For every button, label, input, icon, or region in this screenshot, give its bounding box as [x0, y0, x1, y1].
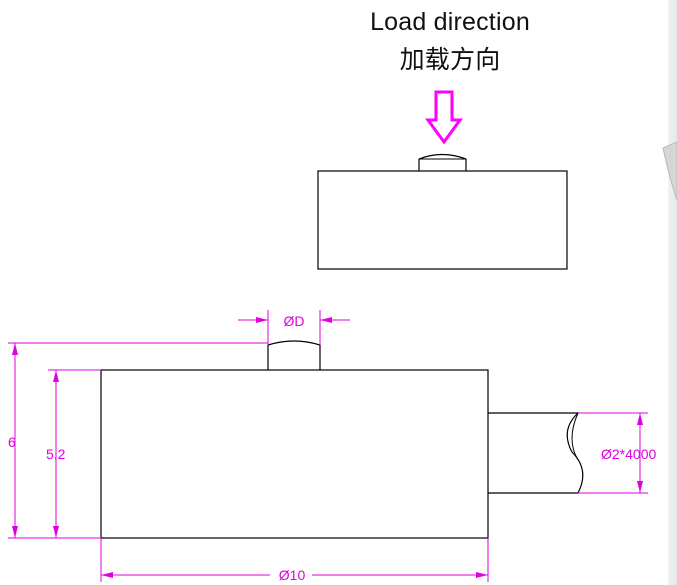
down-arrow-icon — [425, 90, 463, 145]
total-height-label: 6 — [8, 434, 16, 450]
front-view-body — [100, 369, 489, 539]
button-diameter-label: ØD — [284, 313, 305, 329]
top-view — [317, 153, 568, 270]
body-diameter-label: Ø10 — [279, 567, 306, 583]
cable-label: Ø2*4000 — [601, 446, 656, 462]
partial-sensor-image — [662, 141, 677, 200]
dimension-arrowheads — [12, 317, 643, 578]
load-direction-title-cn: 加载方向 — [399, 45, 501, 74]
right-edge-panel — [668, 0, 677, 585]
body-height-label: 5.2 — [46, 446, 66, 462]
top-view-load-button — [418, 153, 467, 171]
top-view-body — [317, 170, 568, 270]
cable-outline — [488, 412, 584, 494]
load-direction-title: Load direction — [370, 8, 530, 36]
front-view-load-button — [267, 340, 321, 370]
dimension-lines — [8, 310, 648, 582]
front-view — [100, 340, 584, 539]
